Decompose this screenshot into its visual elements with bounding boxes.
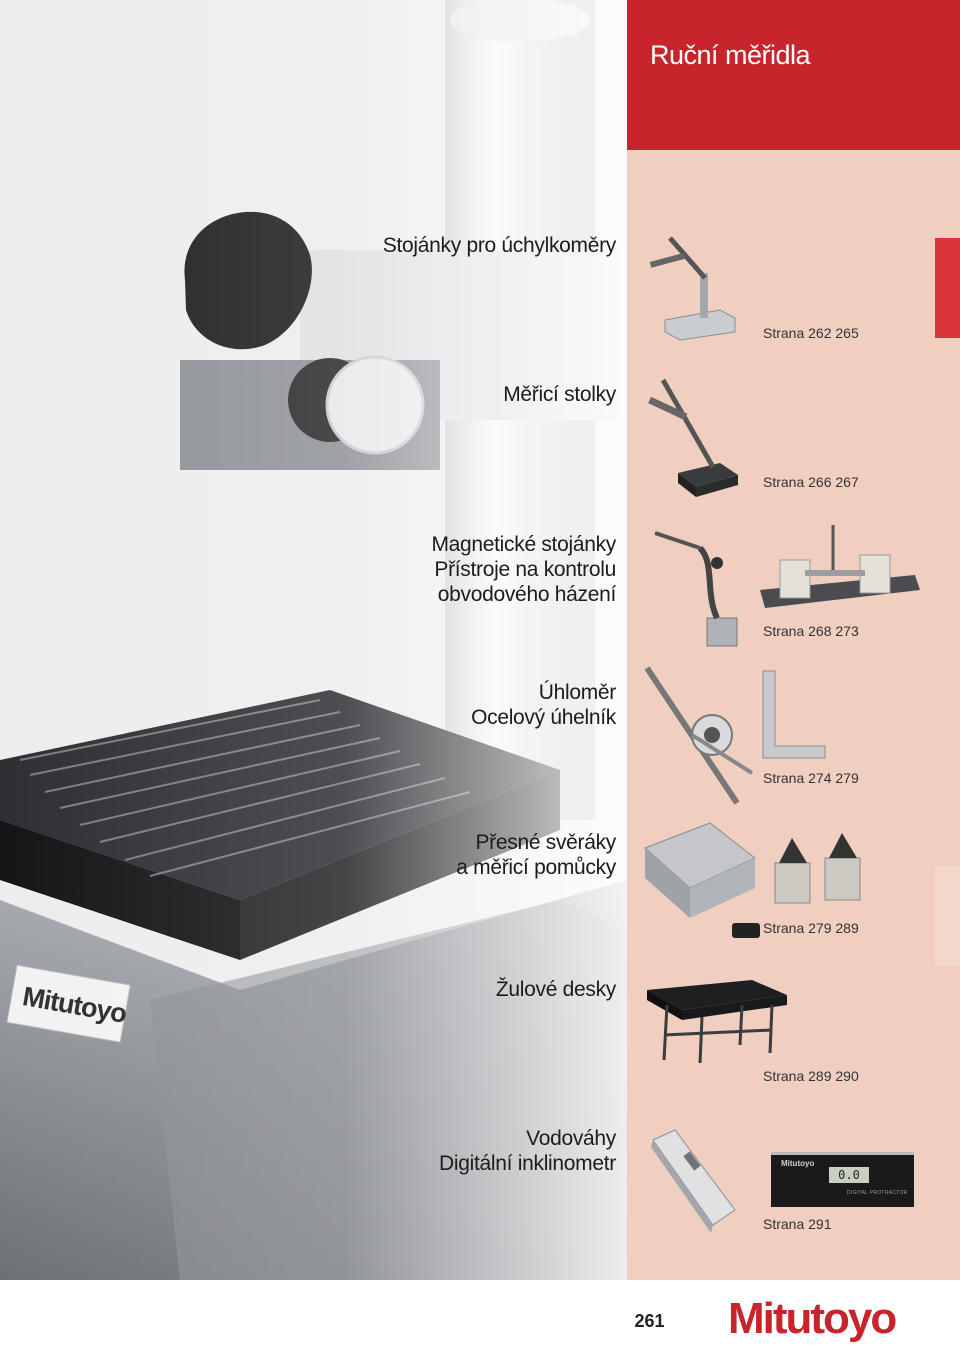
category-tables: Měřicí stolky	[503, 382, 616, 407]
category-levels-title-2: Digitální inklinometr	[439, 1152, 616, 1175]
category-tables-title: Měřicí stolky	[503, 383, 616, 406]
category-protractor-title-2: Ocelový úhelník	[471, 706, 616, 729]
dial-stand-product-image	[649, 236, 736, 341]
steel-square-product-image	[762, 670, 826, 759]
page-number: 261	[627, 1302, 672, 1340]
page-ref-vises: Strana 279 289	[763, 920, 859, 936]
inclinometer-brand: Mitutoyo	[781, 1159, 815, 1168]
page-ref-levels: Strana 291	[763, 1216, 832, 1232]
page-ref-granite: Strana 289 290	[763, 1068, 859, 1084]
page-ref-stands: Strana 262 265	[763, 325, 859, 341]
category-levels: Vodováhy Digitální inklinometr	[439, 1126, 616, 1176]
protractor-product-image	[644, 666, 754, 805]
category-magnetic-title-3: obvodového házení	[437, 583, 617, 606]
category-protractor: Úhloměr Ocelový úhelník	[471, 680, 616, 730]
category-protractor-title-1: Úhloměr	[538, 681, 617, 704]
category-magnetic-title-2: Přístroje na kontrolu	[434, 558, 616, 581]
category-vises-title-1: Přesné svěráky	[475, 831, 616, 854]
page-ref-tables: Strana 266 267	[763, 474, 859, 490]
page-ref-protractor: Strana 274 279	[763, 770, 859, 786]
mitutoyo-logo: Mitutoyo	[728, 1294, 897, 1343]
inclinometer-label: DIGITAL PROTRACTOR	[847, 1190, 908, 1196]
magnetic-stand-product-image	[654, 531, 738, 647]
digital-inclinometer: Mitutoyo 0.0 DIGITAL PROTRACTOR	[771, 1152, 914, 1207]
spirit-level-product-image	[651, 1129, 736, 1233]
edge-tab-inactive	[935, 866, 960, 966]
category-granite-title: Žulové desky	[495, 978, 616, 1001]
page-ref-magnetic: Strana 268 273	[763, 623, 859, 639]
category-stands: Stojánky pro úchylkoměry	[382, 233, 617, 258]
measuring-table-product-image	[648, 378, 738, 497]
edge-tab-active	[935, 238, 960, 338]
section-header-bar	[627, 0, 960, 150]
category-vises-title-2: a měřicí pomůcky	[456, 856, 616, 879]
precision-vise-product-image	[644, 822, 760, 938]
hero-photo: Mitutoyo	[0, 0, 627, 1280]
category-levels-title-1: Vodováhy	[526, 1127, 616, 1150]
dial-gauge-stand-illustration	[0, 0, 627, 1280]
v-blocks-product-image	[774, 833, 861, 904]
granite-plate-product-image	[647, 980, 787, 1064]
section-title: Ruční měřidla	[650, 40, 811, 70]
category-magnetic-title-1: Magnetické stojánky	[431, 533, 616, 556]
category-magnetic: Magnetické stojánky Přístroje na kontrol…	[431, 532, 616, 607]
category-granite: Žulové desky	[496, 977, 616, 1002]
category-vises: Přesné svěráky a měřicí pomůcky	[456, 830, 616, 880]
category-stands-title: Stojánky pro úchylkoměry	[382, 234, 617, 257]
inclinometer-display: 0.0	[829, 1167, 869, 1183]
runout-tester-product-image	[760, 525, 920, 608]
